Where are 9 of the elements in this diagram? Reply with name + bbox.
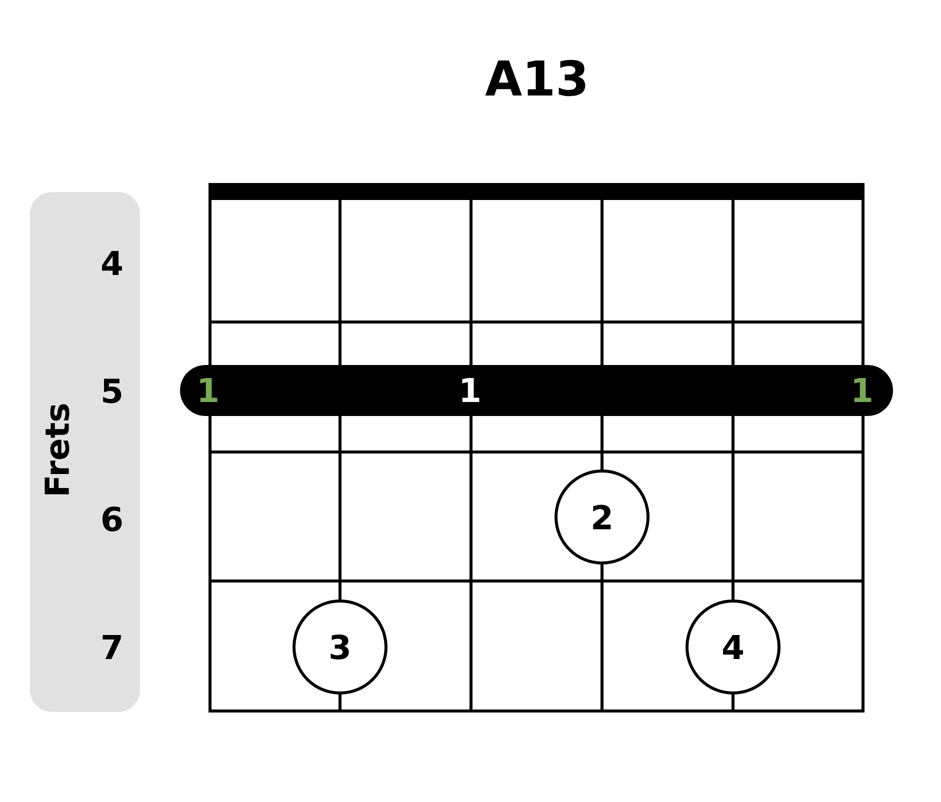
finger-number: 1 [462,378,480,402]
finger-number: 1 [854,378,872,402]
title: A13 [485,60,586,96]
fret-number: 5 [103,378,122,404]
finger-number: 1 [200,378,218,402]
fret-number: 4 [102,250,122,276]
axis-label: Frets [44,404,70,494]
fret-number: 7 [102,634,121,660]
fret-number: 6 [102,506,122,532]
